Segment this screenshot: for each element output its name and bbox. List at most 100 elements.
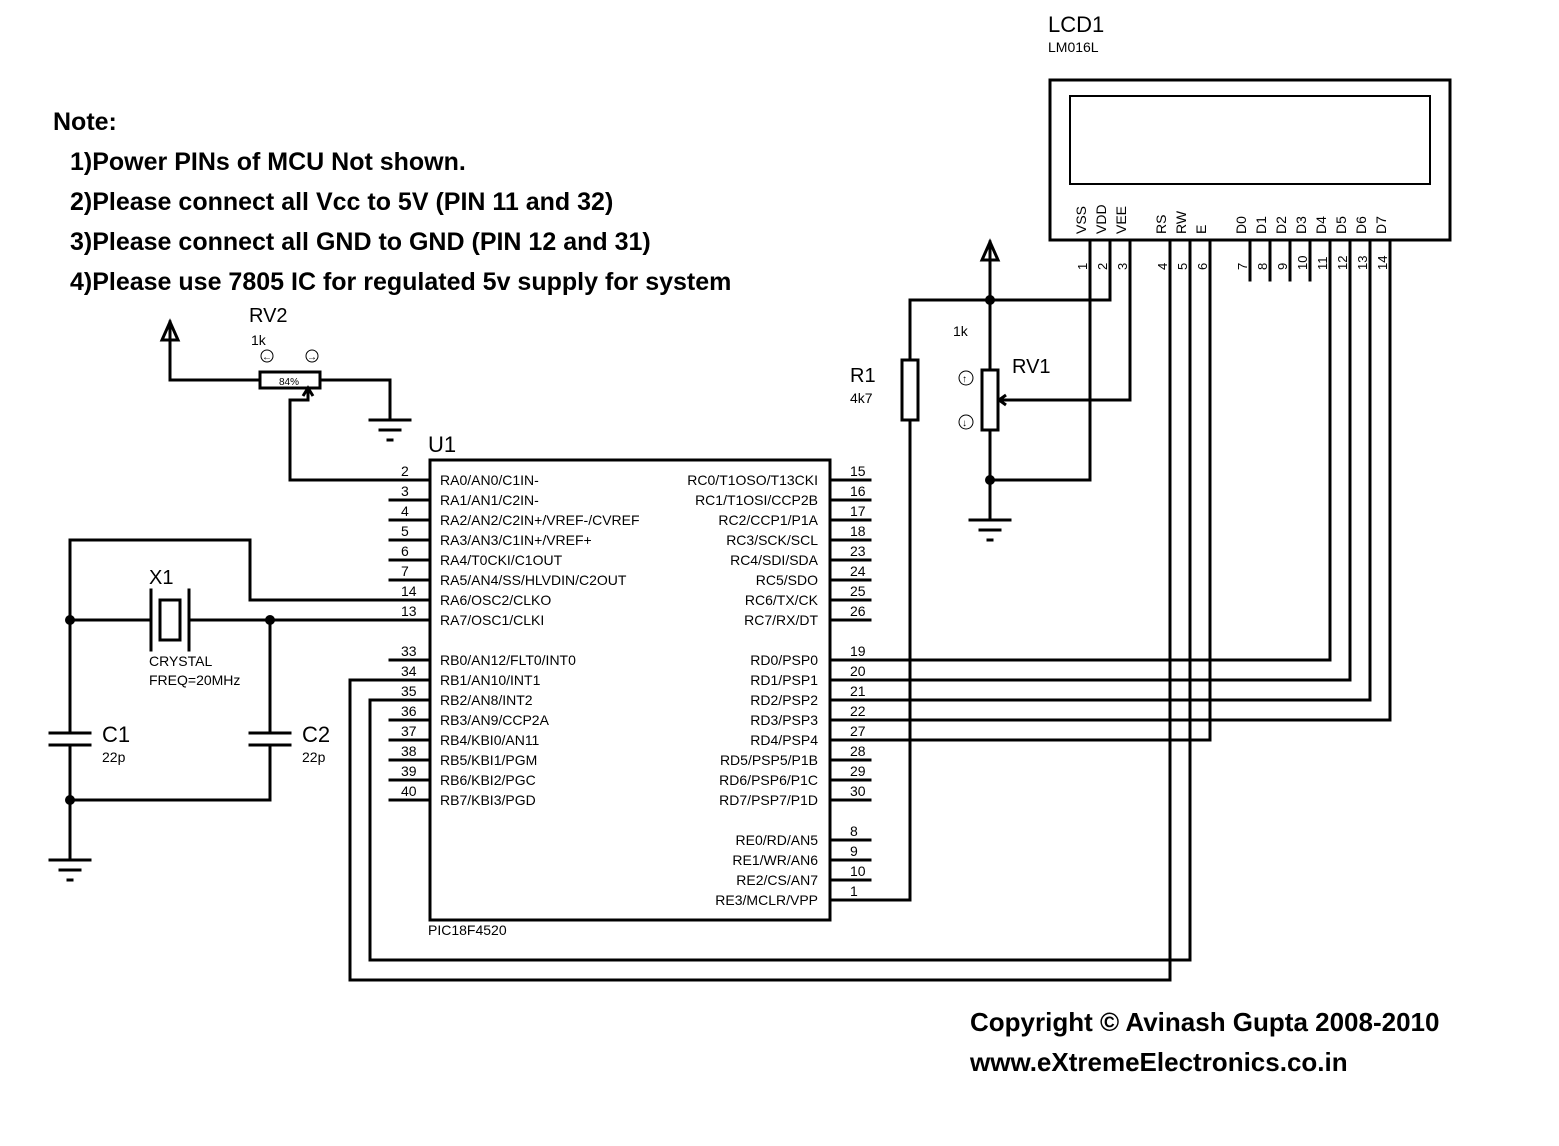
r1-body: [900, 358, 920, 422]
mcu-pin-label: RB4/KBI0/AN11: [440, 732, 540, 748]
rv1-ref: RV1: [1012, 356, 1051, 378]
mcu-pin-label: RB3/AN9/CCP2A: [440, 712, 550, 728]
mcu-pin-number: 38: [401, 743, 417, 759]
mcu-pin-number: 6: [401, 543, 409, 559]
mcu-pin-label: RA1/AN1/C2IN-: [440, 492, 539, 508]
junction-dot: [985, 475, 995, 485]
mcu-pin-number: 21: [850, 683, 866, 699]
svg-text:→: →: [307, 352, 317, 363]
c1-value: 22p: [102, 749, 126, 765]
svg-text:←: ←: [262, 352, 272, 363]
lcd-pin-number: 6: [1195, 263, 1210, 270]
r1-value: 4k7: [850, 390, 873, 406]
lcd-pin-name: RS: [1153, 215, 1169, 234]
mcu-pin-number: 24: [850, 563, 866, 579]
lcd-pin-number: 14: [1375, 256, 1390, 270]
lcd-pin-number: 7: [1235, 263, 1250, 270]
mcu-pin-label: RC4/SDI/SDA: [730, 552, 819, 568]
mcu-pin-number: 20: [850, 663, 866, 679]
lcd-bus-wires: [348, 258, 1392, 982]
mcu-pin-label: RA6/OSC2/CLKO: [440, 592, 551, 608]
mcu-pin-number: 10: [850, 863, 866, 879]
website-text: www.eXtremeElectronics.co.in: [969, 1047, 1348, 1077]
junction-dot: [65, 615, 75, 625]
mcu-pin-number: 33: [401, 643, 417, 659]
lcd-pin-number: 3: [1115, 263, 1130, 270]
r1-ref: R1: [850, 365, 876, 387]
lcd-pin-name: D4: [1313, 216, 1329, 234]
lcd-pin-name: D5: [1333, 216, 1349, 234]
lcd-pin-number: 12: [1335, 256, 1350, 270]
lcd-pin-name: VEE: [1113, 206, 1129, 234]
mcu-pin-number: 37: [401, 723, 417, 739]
mcu-pin-label: RA4/T0CKI/C1OUT: [440, 552, 563, 568]
lcd-pin-name: RW: [1173, 210, 1189, 234]
lcd-pin-name: D3: [1293, 216, 1309, 234]
rotate-down-icon[interactable]: [958, 414, 974, 430]
mcu-pin-label: RC0/T1OSO/T13CKI: [687, 472, 818, 488]
mcu-pin-number: 28: [850, 743, 866, 759]
mcu-pin-label: RC7/RX/DT: [744, 612, 818, 628]
mcu-pin-number: 27: [850, 723, 866, 739]
mcu-pin-number: 2: [401, 463, 409, 479]
lcd-module: LCD1 LM016L VSS1VDD2VEE3RS4RW5E6D07D18D2…: [1048, 12, 1452, 282]
mcu-pin-label: RD1/PSP1: [750, 672, 818, 688]
mcu-pin-label: RC2/CCP1/P1A: [718, 512, 818, 528]
note-item: 2)Please connect all Vcc to 5V (PIN 11 a…: [70, 188, 613, 216]
mcu-pin-label: RB6/KBI2/PGC: [440, 772, 536, 788]
mcu-pin-label: RD3/PSP3: [750, 712, 818, 728]
lcd-pin-name: E: [1193, 225, 1209, 234]
mcu-pin-number: 22: [850, 703, 866, 719]
mcu-pin-number: 29: [850, 763, 866, 779]
mcu-chip: U1 PIC18F4520 2RA0/AN0/C1IN-3RA1/AN1/C2I…: [388, 432, 872, 938]
mcu-pin-number: 35: [401, 683, 417, 699]
lcd-pin-name: D1: [1253, 216, 1269, 234]
mcu-pin-label: RA7/OSC1/CLKI: [440, 612, 544, 628]
svg-text:↑: ↑: [962, 374, 967, 385]
notes-block: Note: 1)Power PINs of MCU Not shown. 2)P…: [53, 108, 731, 296]
mcu-pin-number: 40: [401, 783, 417, 799]
mcu-pin-label: RB2/AN8/INT2: [440, 692, 533, 708]
lcd-pin-number: 1: [1075, 263, 1090, 270]
copyright-text: Copyright © Avinash Gupta 2008-2010: [970, 1007, 1439, 1037]
mcu-pin-label: RD5/PSP5/P1B: [720, 752, 818, 768]
mcu-pin-label: RA0/AN0/C1IN-: [440, 472, 539, 488]
lcd-pin-number: 9: [1275, 263, 1290, 270]
notes-title: Note:: [53, 108, 117, 136]
crystal-type: CRYSTAL: [149, 653, 212, 669]
lcd-pin-number: 11: [1315, 257, 1330, 271]
rotate-up-icon[interactable]: [958, 370, 974, 386]
note-item: 1)Power PINs of MCU Not shown.: [70, 148, 466, 176]
c2-ref: C2: [302, 722, 330, 747]
mcu-pin-number: 15: [850, 463, 866, 479]
lcd-pin-name: D7: [1373, 216, 1389, 234]
rv1-r1-network: R1 4k7 1k RV1 ↑ ↓: [828, 238, 1132, 902]
rv1-body[interactable]: [980, 368, 1000, 432]
rotate-right-icon[interactable]: [305, 349, 319, 363]
crystal-circuit: X1 CRYSTAL FREQ=20MHz C1 22p C2 22p: [48, 538, 432, 862]
mcu-pin-number: 18: [850, 523, 866, 539]
lcd-pin-number: 5: [1175, 263, 1190, 270]
rotate-left-icon[interactable]: [260, 349, 274, 363]
lcd-pin-name: D6: [1353, 216, 1369, 234]
rv2-wiper-percent: 84%: [279, 377, 299, 388]
mcu-pin-label: RA3/AN3/C1IN+/VREF+: [440, 532, 592, 548]
crystal-body: [158, 598, 182, 642]
mcu-pin-number: 3: [401, 483, 409, 499]
junction-dot: [985, 295, 995, 305]
rv2-ref: RV2: [249, 305, 288, 327]
lcd-ref: LCD1: [1048, 12, 1104, 37]
lcd-pin-name: VDD: [1093, 204, 1109, 234]
mcu-body: [428, 458, 832, 922]
mcu-pin-label: RC1/T1OSI/CCP2B: [695, 492, 818, 508]
mcu-pin-number: 19: [850, 643, 866, 659]
lcd-pin-number: 13: [1355, 256, 1370, 270]
mcu-pin-number: 16: [850, 483, 866, 499]
mcu-pin-label: RC3/SCK/SCL: [726, 532, 818, 548]
mcu-pin-number: 13: [401, 603, 417, 619]
mcu-pin-label: RC6/TX/CK: [745, 592, 819, 608]
c1-ref: C1: [102, 722, 130, 747]
mcu-pin-label: RB7/KBI3/PGD: [440, 792, 536, 808]
rv2-potentiometer[interactable]: RV2 1k ← → 84%: [168, 305, 392, 482]
